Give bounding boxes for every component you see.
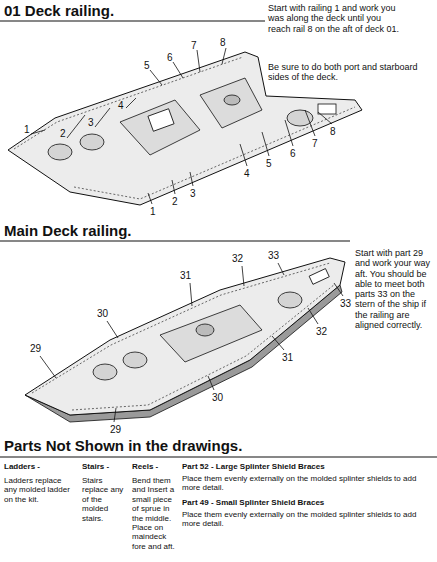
callout-number: 3 xyxy=(88,117,94,128)
table-heading: Reels - xyxy=(132,462,178,472)
callout-number: 32 xyxy=(316,326,327,337)
callout-number: 33 xyxy=(268,250,279,261)
table-heading: Ladders - xyxy=(4,462,76,472)
callout-number: 4 xyxy=(118,100,124,111)
leader-lines xyxy=(40,263,343,422)
table-text: Stairs replace any of the molded stairs. xyxy=(82,476,128,523)
table-text: Place them evenly externally on the mold… xyxy=(182,510,432,529)
callout-number: 8 xyxy=(220,37,226,48)
section-rules xyxy=(0,21,437,457)
callout-number: 2 xyxy=(60,128,66,139)
callout-number: 4 xyxy=(244,168,250,179)
instruction-text: Be sure to do both port and starboard si… xyxy=(268,62,418,83)
callout-number: 2 xyxy=(172,196,178,207)
callout-number: 31 xyxy=(282,352,293,363)
callout-number: 8 xyxy=(330,126,336,137)
callout-number: 6 xyxy=(167,52,173,63)
instruction-text: Start with railing 1 and work you was al… xyxy=(268,3,400,34)
callout-number: 7 xyxy=(312,138,318,149)
callout-number: 32 xyxy=(232,253,243,264)
instruction-text: Start with part 29 and work your way aft… xyxy=(355,248,433,330)
callout-number: 3 xyxy=(190,188,196,199)
callout-number: 29 xyxy=(110,424,121,435)
table-heading: Part 49 - Small Splinter Shield Braces xyxy=(182,498,432,508)
table-text: Bend them and Insert a small piece of sp… xyxy=(132,476,178,551)
main-deck-drawing xyxy=(25,258,345,422)
callout-number: 5 xyxy=(266,158,272,169)
table-heading: Part 52 - Large Splinter Shield Braces xyxy=(182,462,432,472)
callout-number: 31 xyxy=(180,270,191,281)
callout-number: 29 xyxy=(30,343,41,354)
table-heading: Stairs - xyxy=(82,462,128,472)
callout-number: 1 xyxy=(150,206,156,217)
table-text: Place them evenly externally on the mold… xyxy=(182,474,432,493)
callout-number: 30 xyxy=(97,308,108,319)
callout-number: 1 xyxy=(24,124,30,135)
callout-number: 30 xyxy=(212,392,223,403)
callout-number: 5 xyxy=(144,60,150,71)
section-heading: Main Deck railing. xyxy=(4,222,132,240)
callout-number: 7 xyxy=(191,40,197,51)
section-heading: 01 Deck railing. xyxy=(4,2,114,20)
callout-number: 6 xyxy=(290,148,296,159)
section-heading: Parts Not Shown in the drawings. xyxy=(4,437,242,455)
callout-number: 33 xyxy=(340,298,351,309)
table-text: Ladders replace any molded ladder on the… xyxy=(4,476,76,504)
